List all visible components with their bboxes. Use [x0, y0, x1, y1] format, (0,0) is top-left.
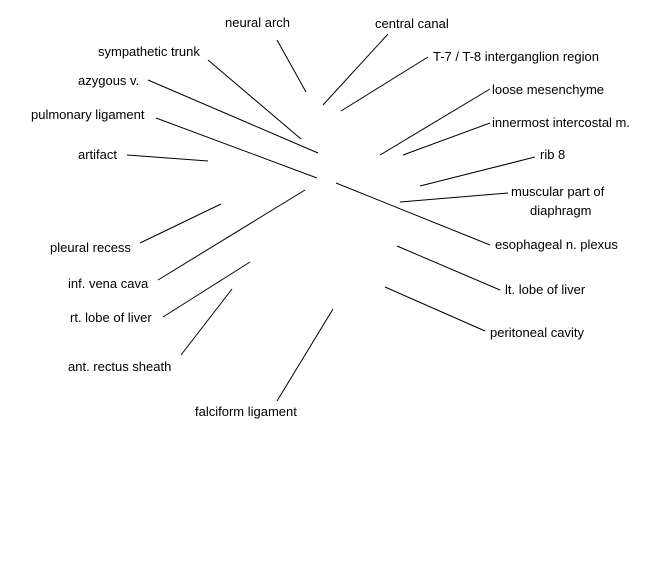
label-t7-t8: T-7 / T-8 interganglion region — [433, 49, 599, 64]
label-muscular-diaphragm-line2: diaphragm — [530, 203, 591, 218]
leader-lt-lobe-liver — [396, 245, 501, 291]
leader-falciform-ligament — [276, 308, 334, 402]
label-central-canal: central canal — [375, 16, 449, 31]
leader-innermost-intercostal — [402, 122, 491, 156]
label-innermost-intercostal: innermost intercostal m. — [492, 115, 630, 130]
leader-peritoneal-cavity — [384, 286, 486, 332]
leader-rib8 — [419, 156, 536, 187]
leader-sympathetic-trunk — [207, 59, 302, 140]
label-artifact: artifact — [78, 147, 117, 162]
leader-ant-rectus-sheath — [180, 288, 233, 356]
leader-t7-t8 — [340, 56, 429, 112]
leader-artifact — [126, 154, 209, 162]
label-sympathetic-trunk: sympathetic trunk — [98, 44, 200, 59]
label-azygous: azygous v. — [78, 73, 139, 88]
label-rib8: rib 8 — [540, 147, 565, 162]
leader-central-canal — [322, 33, 389, 106]
label-neural-arch: neural arch — [225, 15, 290, 30]
label-rt-lobe-liver: rt. lobe of liver — [70, 310, 152, 325]
label-lt-lobe-liver: lt. lobe of liver — [505, 282, 586, 297]
leader-loose-mesenchyme — [379, 88, 491, 156]
label-pulmonary-ligament: pulmonary ligament — [31, 107, 145, 122]
leader-muscular-diaphragm — [399, 192, 509, 203]
leader-pulmonary-ligament — [155, 117, 318, 179]
leader-neural-arch — [276, 39, 307, 93]
leader-azygous — [147, 79, 319, 154]
label-peritoneal-cavity: peritoneal cavity — [490, 325, 584, 340]
label-inf-vena-cava: inf. vena cava — [68, 276, 149, 291]
label-falciform-ligament: falciform ligament — [195, 404, 297, 419]
leader-rt-lobe-liver — [162, 261, 251, 318]
leader-pleural-recess — [139, 203, 222, 244]
leader-inf-vena-cava — [157, 189, 306, 281]
label-pleural-recess: pleural recess — [50, 240, 131, 255]
label-ant-rectus-sheath: ant. rectus sheath — [68, 359, 171, 374]
leader-esophageal-plexus — [335, 182, 491, 246]
label-muscular-diaphragm: muscular part of — [511, 184, 605, 199]
label-esophageal-plexus: esophageal n. plexus — [495, 237, 618, 252]
label-loose-mesenchyme: loose mesenchyme — [492, 82, 604, 97]
